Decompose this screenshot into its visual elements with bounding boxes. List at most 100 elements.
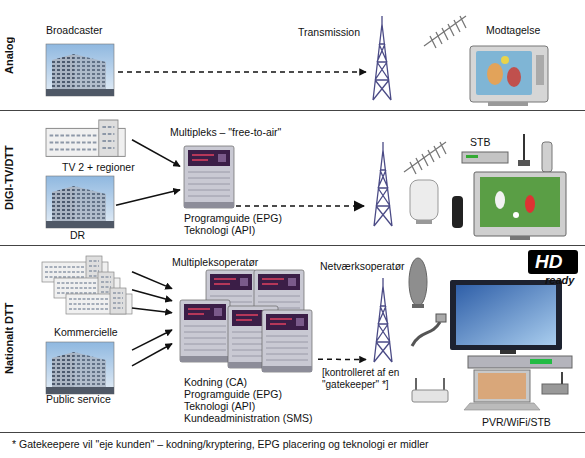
indoor-antenna [410, 180, 438, 220]
node-body: Programguide (EPG) [184, 388, 282, 400]
logo-text: HD [535, 250, 562, 274]
tv2-building [46, 120, 125, 156]
indoor-antenna [409, 258, 427, 306]
router-antennas [416, 378, 444, 390]
transmission-tower [374, 278, 392, 362]
transmit-arrow [236, 205, 364, 207]
remote-control [542, 142, 552, 172]
band-label: Nationalt DTT [3, 245, 15, 432]
public-service-photo [46, 342, 114, 394]
signal-arrow [318, 358, 366, 360]
node-label: Kommercielle [54, 326, 118, 338]
antenna-base [412, 304, 424, 308]
hd-tv [450, 280, 562, 350]
remote-control [452, 196, 463, 228]
receiver-group: STB [400, 132, 572, 240]
commercial-building [66, 288, 132, 314]
dr-photo [46, 176, 114, 228]
node-heading: Multipleksoperatør [172, 256, 258, 268]
transmission-tower: Transmission [366, 16, 400, 102]
signal-arrow [116, 190, 180, 205]
stick-antenna [561, 372, 563, 384]
node-label: TV 2 + regioner [62, 161, 135, 173]
band-label: Analog [3, 0, 15, 110]
transmission-tower [373, 16, 391, 100]
screen-figure [507, 67, 521, 87]
hd-ready-logo [528, 250, 578, 274]
band-label: DIGI-TV/DTT [3, 110, 15, 245]
multiplex-box: MultipleksoperatørKodning (CA)Programgui… [172, 256, 318, 428]
crt-tv [470, 46, 548, 102]
stick-antenna [523, 134, 525, 160]
node-body: Programguide (EPG) [184, 212, 282, 224]
wifi-router [412, 390, 448, 402]
screen-ball [513, 212, 519, 218]
tv-screen [456, 285, 556, 345]
node-label: Public service [46, 393, 111, 405]
laptop-screen [478, 373, 526, 399]
edge-label: [kontrolleret af en "gatekeeper" *] [322, 367, 414, 391]
laptop-lid [474, 370, 530, 402]
tv-stand [488, 102, 528, 106]
node-label: PVR/WiFi/STB [482, 416, 551, 428]
node-label: Transmission [298, 26, 360, 38]
roof-antenna [424, 16, 466, 48]
node-body: Kundeadministration (SMS) [184, 412, 312, 424]
signal-arrow [132, 290, 172, 301]
node-label: Broadcaster [46, 24, 103, 36]
multiplex-server [262, 310, 312, 372]
band-separator [0, 111, 585, 433]
screen-ball [501, 56, 509, 64]
signal-arrow [118, 71, 366, 73]
logo-text: ready [545, 274, 574, 286]
broadcaster-box: DR [44, 174, 116, 242]
set-top-box [462, 152, 508, 163]
node-heading: Multipleks – "free-to-air" [170, 126, 281, 138]
node-label: STB [470, 136, 490, 148]
screen-player [495, 191, 505, 209]
signal-arrow [132, 308, 172, 313]
multiplex-server [184, 146, 234, 208]
broadcaster-box: Broadcaster [44, 20, 118, 100]
node-body: Teknologi (API) [184, 400, 255, 412]
broadcaster-photo [46, 44, 114, 96]
transmission-tower [374, 142, 392, 226]
pvr-display [530, 359, 552, 364]
set-top-box [542, 384, 568, 394]
tv-screen [480, 177, 560, 227]
laptop-base [464, 403, 540, 410]
tv-controls [536, 55, 544, 85]
signal-arrow [132, 140, 180, 167]
broadcaster-box: Kommercielle [40, 252, 132, 338]
hdmi-cable [412, 322, 440, 346]
broadcaster-box: TV 2 + regioner [44, 116, 132, 174]
pvr-box [468, 356, 572, 368]
tv-stand [500, 350, 516, 354]
flat-tv [474, 172, 566, 236]
node-label: Modtagelse [486, 24, 540, 36]
node-label: DR [70, 229, 85, 241]
band-row: Nationalt DTT KommerciellePublic service M… [0, 245, 585, 432]
tv-stand [510, 236, 530, 240]
node-body: Teknologi (API) [184, 224, 255, 236]
footnote: * Gatekeepere vil "eje kunden" – kodning… [12, 438, 429, 450]
band-row: DIGI-TV/DTT TV 2 + regionerDR Multipleks –… [0, 110, 585, 245]
antenna-base [518, 160, 530, 166]
screen-figure [487, 63, 503, 85]
node-body: Kodning (CA) [184, 376, 247, 388]
signal-arrow [132, 330, 172, 350]
antenna-base [416, 220, 432, 224]
transmission-tower: Netværksoperatør [366, 276, 400, 364]
node-label: Netværksoperatør [320, 260, 405, 272]
receiver-box: Modtagelse [468, 20, 550, 104]
multiplex-box: Multipleks – "free-to-air"Programguide (… [180, 126, 310, 238]
roof-antenna [404, 142, 446, 174]
tv-screen [476, 51, 532, 95]
broadcaster-box: Public service [40, 340, 132, 408]
multiplex-server [180, 300, 230, 362]
signal-arrow [132, 272, 172, 289]
stb-display [466, 155, 478, 158]
